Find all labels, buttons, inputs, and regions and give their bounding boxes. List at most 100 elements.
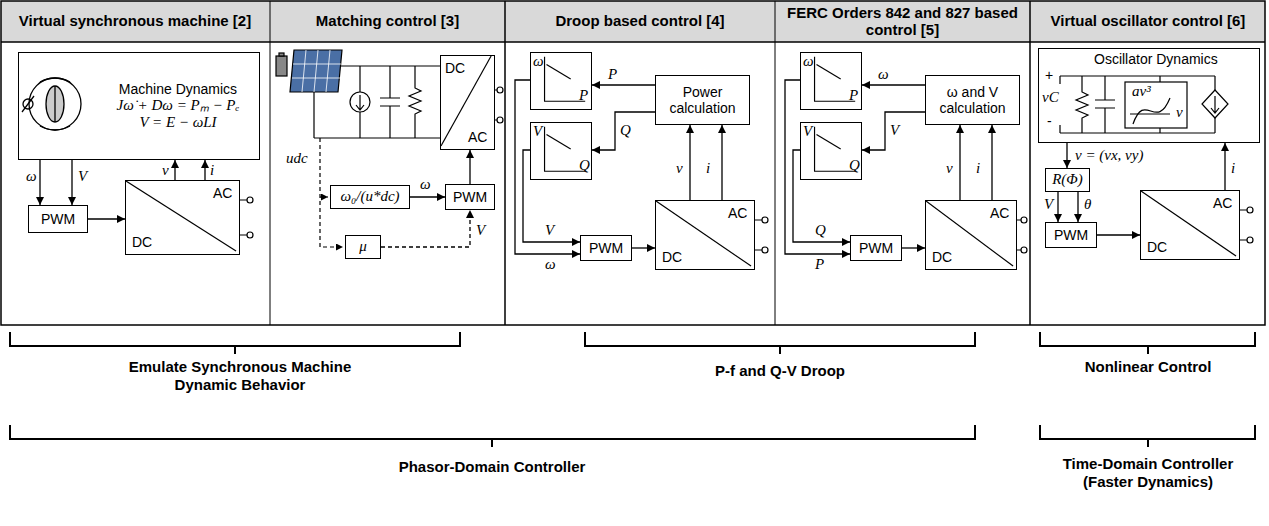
box-text: V	[803, 123, 812, 140]
calculation-box: ω and V calculation	[925, 75, 1020, 125]
signal-connector	[632, 247, 655, 248]
signal-label: i	[210, 162, 214, 179]
box-text: AC	[728, 205, 747, 221]
box-text: Oscillator Dynamics	[1094, 51, 1218, 67]
box-text: Q	[849, 157, 860, 174]
header-text: Matching control [3]	[316, 12, 459, 29]
box-text: PWM	[859, 240, 893, 256]
signal-label: P	[608, 66, 617, 83]
box-text: PWM	[1054, 227, 1088, 243]
signal-label: v	[676, 160, 683, 177]
group-label: Time-Domain Controller (Faster Dynamics)	[1043, 455, 1253, 491]
signal-connector	[469, 150, 470, 184]
signal-label: i	[976, 160, 980, 177]
signal-label: V	[476, 222, 485, 239]
box-text: +	[1045, 67, 1053, 83]
box-text: ω	[533, 53, 544, 70]
header-text: Droop based control [4]	[555, 12, 724, 29]
box-text: v	[1176, 104, 1183, 121]
box-text: PWM	[41, 211, 75, 227]
box-text: DC	[662, 249, 682, 265]
signal-connector	[71, 160, 72, 205]
calculation-box: Power calculation	[655, 75, 750, 125]
header-text: FERC Orders 842 and 827 based control [5…	[781, 4, 1024, 39]
signal-label: V	[545, 222, 554, 239]
converter-box: DCAC	[440, 55, 495, 150]
grouping-brackets	[10, 332, 1255, 447]
box-text: μ	[359, 238, 367, 255]
converter-box: AC DC	[125, 180, 240, 255]
pwm-box: PWM	[580, 235, 632, 261]
box-text: DC	[132, 234, 152, 250]
column-header: Matching control [3]	[270, 0, 505, 42]
signal-connector	[381, 210, 470, 247]
signal-label: v = (vx, vy)	[1075, 147, 1143, 164]
pwm-box: PWM	[445, 184, 495, 210]
signal-connector	[862, 84, 925, 85]
converter-box: ACDC	[925, 200, 1017, 270]
signal-label: i	[1231, 160, 1235, 177]
droop-curve-box: VQ	[800, 122, 862, 180]
box-text: -	[1047, 113, 1052, 129]
signal-label: Q	[620, 122, 631, 139]
droop-curve-box: ωP	[530, 52, 592, 110]
box-text: AC	[468, 129, 487, 145]
signal-label: V	[1044, 196, 1053, 213]
signal-connector	[1057, 192, 1058, 222]
pwm-box: PWM	[1045, 222, 1097, 248]
column-header: FERC Orders 842 and 827 based control [5…	[775, 0, 1030, 42]
box-text: Jω̇ + Dω = Pₘ − Pₑ	[117, 97, 240, 114]
signal-connector	[991, 125, 992, 200]
box-text: Power calculation	[660, 84, 745, 116]
box-text: V	[533, 123, 542, 140]
signal-connector	[862, 112, 925, 150]
group-label: Emulate Synchronous Machine Dynamic Beha…	[120, 358, 360, 394]
signal-connector	[204, 160, 205, 180]
signal-connector	[39, 160, 40, 205]
box-text: Q	[579, 157, 590, 174]
box-text: DC	[932, 249, 952, 265]
signal-connector	[592, 84, 655, 85]
header-text: Virtual synchronous machine [2]	[19, 12, 251, 29]
signal-connector	[721, 125, 722, 200]
gain-box: ω₀/(u*dc)	[330, 185, 410, 209]
signal-label: v	[162, 162, 169, 179]
column-header: Droop based control [4]	[505, 0, 775, 42]
group-label: Phasor-Domain Controller	[392, 458, 592, 476]
signal-label: ω	[545, 256, 556, 273]
signal-connector	[174, 160, 175, 180]
signal-label: ω	[26, 168, 37, 185]
signal-connector	[1077, 192, 1078, 222]
box-text: ω and V calculation	[930, 84, 1015, 116]
box-text: ω₀/(u*dc)	[340, 188, 399, 205]
signal-label: Q	[815, 222, 826, 239]
signal-label: θ	[1084, 196, 1091, 213]
box-text: vC	[1042, 89, 1059, 106]
box-text: AC	[213, 185, 232, 201]
signal-label: P	[815, 256, 824, 273]
box-text: P	[849, 87, 858, 104]
box-text: PWM	[453, 189, 487, 205]
group-label: Nonlinear Control	[1048, 358, 1248, 376]
box-text: R(Φ)	[1052, 171, 1083, 188]
signal-connector	[959, 125, 960, 200]
oscillator-box: Oscillator Dynamics + vC - av³ v	[1038, 48, 1260, 143]
signal-connector	[88, 218, 125, 219]
converter-box: AC DC	[1140, 190, 1240, 260]
box-text: AC	[1213, 195, 1232, 211]
box-text: P	[579, 87, 588, 104]
group-label: P-f and Q-V Droop	[680, 362, 880, 380]
droop-curve-box: ωP	[800, 52, 862, 110]
machine-icon	[22, 78, 81, 130]
signal-label: i	[706, 160, 710, 177]
table-grid	[1, 1, 1265, 325]
oscillator-circuit	[1060, 76, 1228, 133]
column-header: Virtual oscillator control [6]	[1030, 0, 1266, 42]
signal-label: ω	[878, 66, 889, 83]
box-text: DC	[1147, 239, 1167, 255]
droop-curve-box: VQ	[530, 122, 592, 180]
box-text: ω	[803, 53, 814, 70]
box-text: av³	[1132, 83, 1151, 100]
signal-connector	[689, 125, 690, 200]
